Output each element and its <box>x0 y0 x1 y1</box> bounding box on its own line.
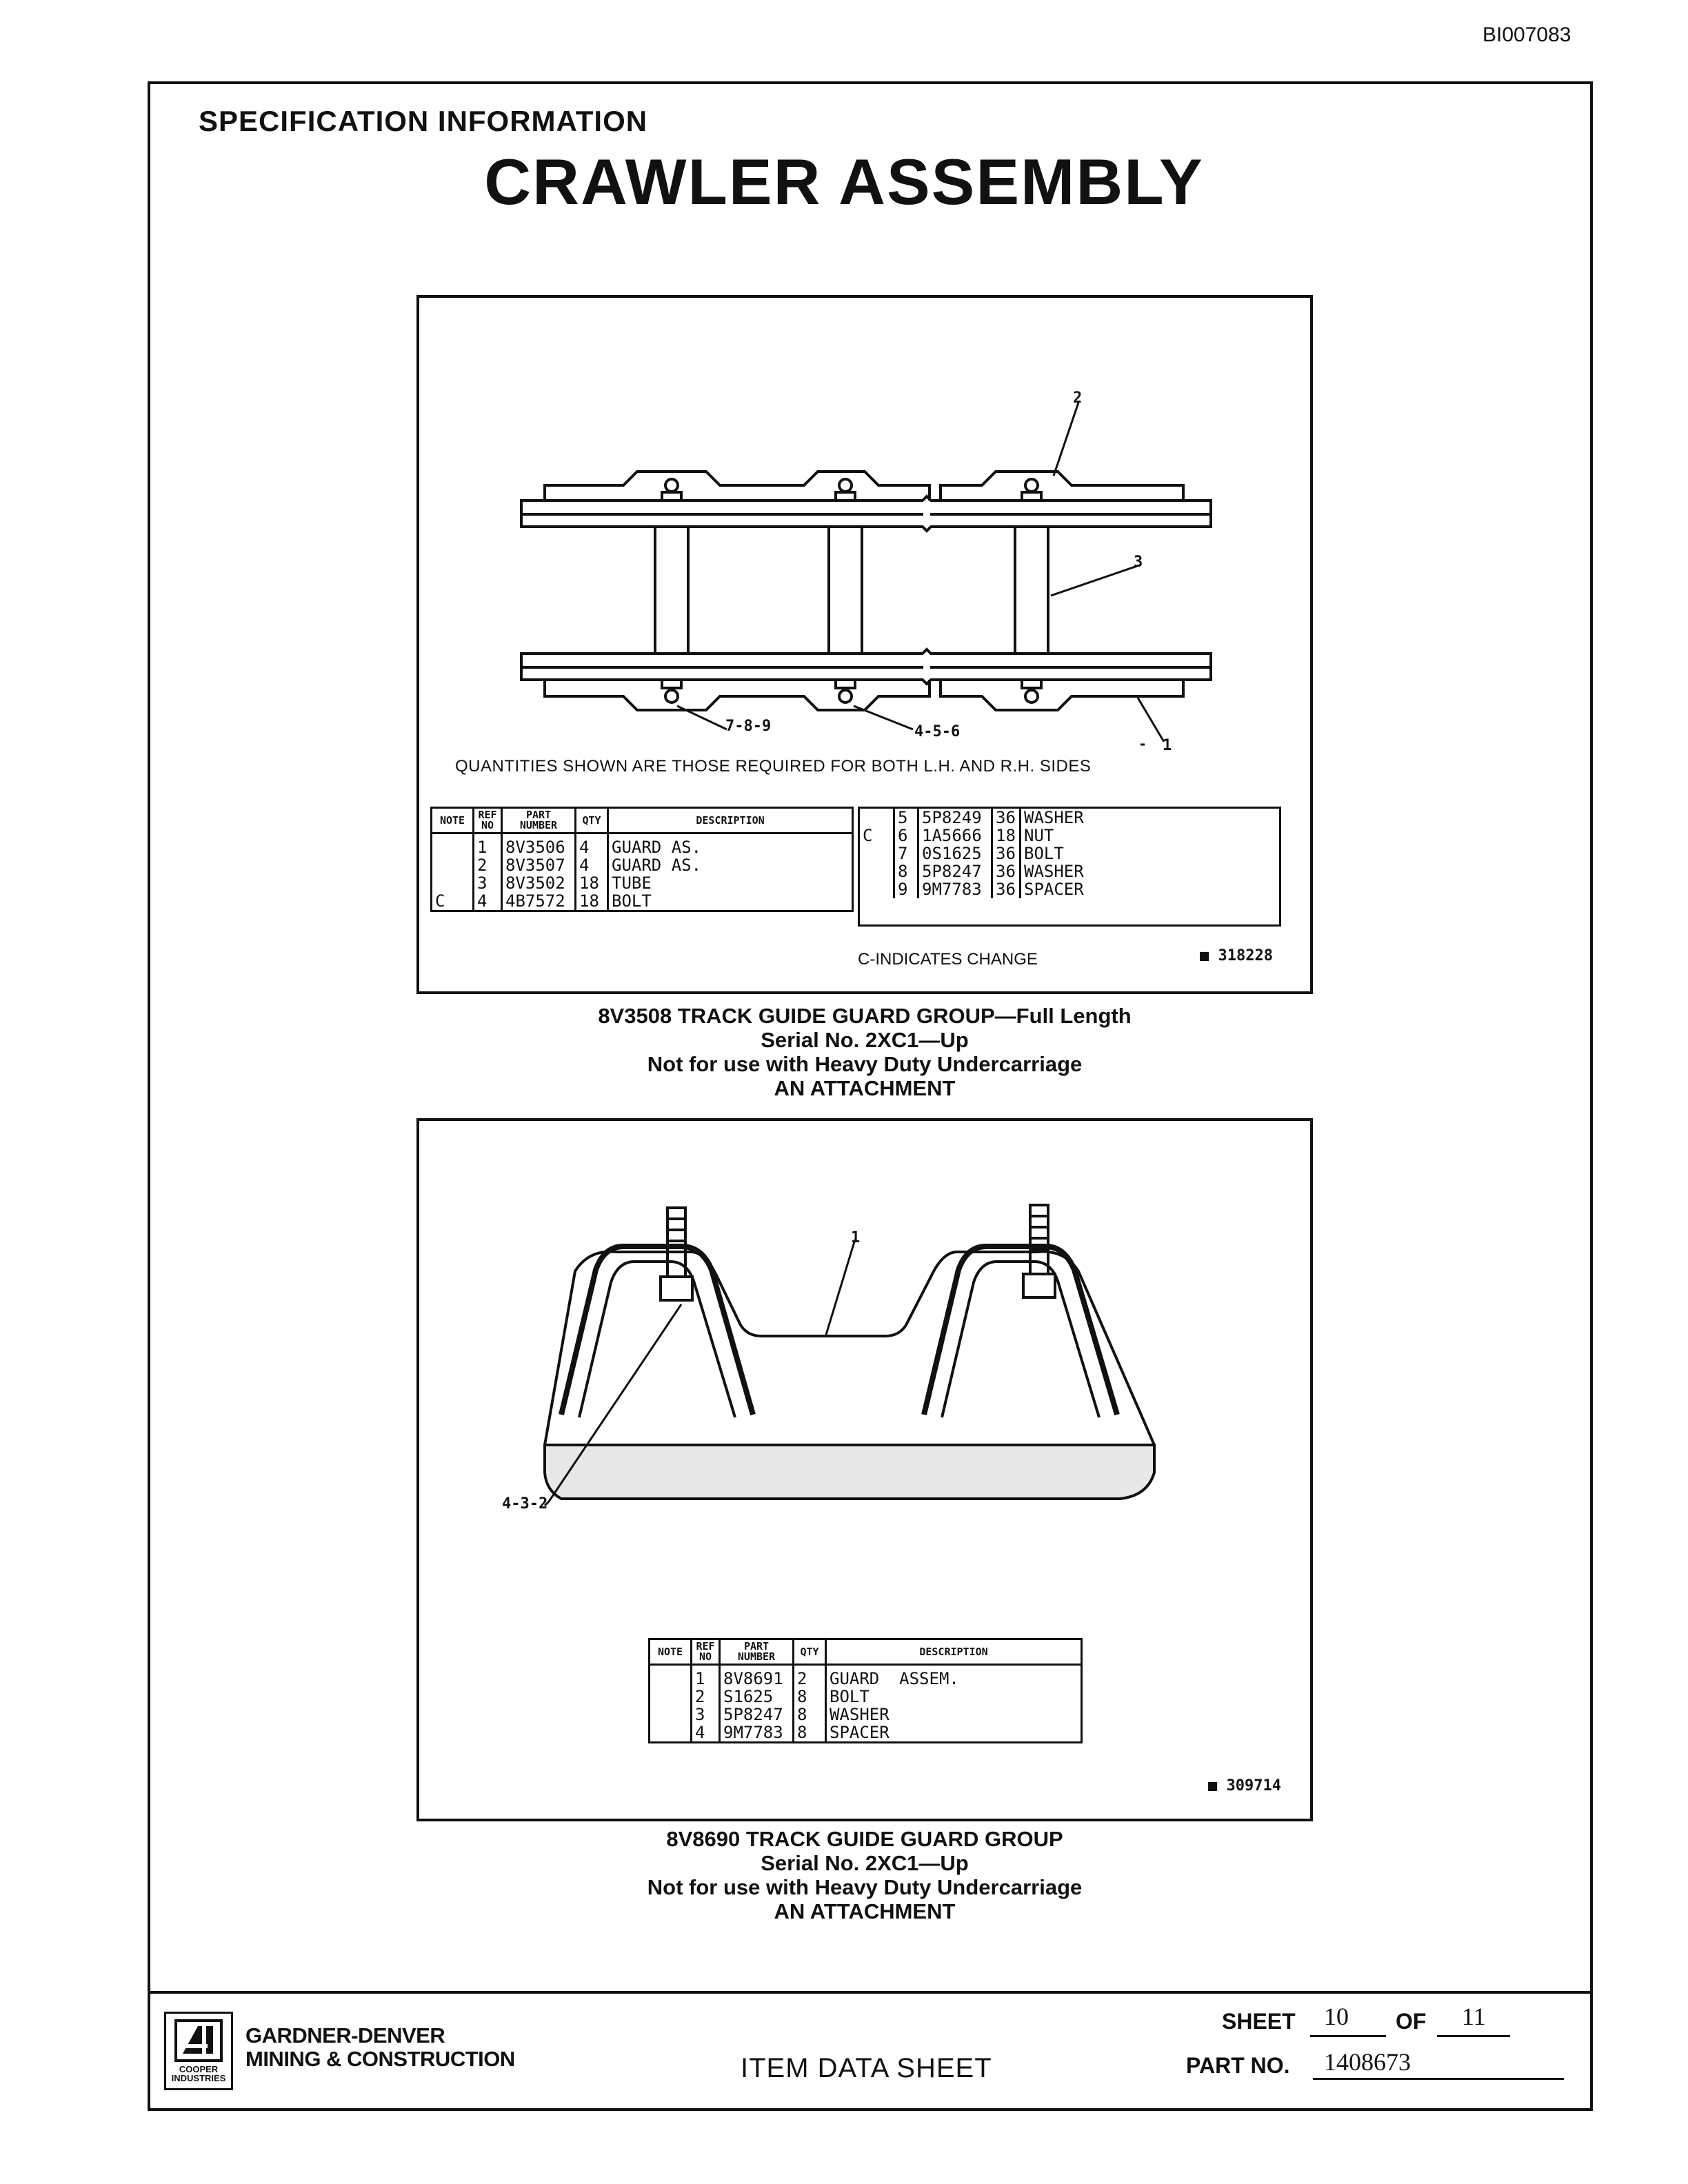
figure-2-number: ■ 309714 <box>1208 1777 1281 1794</box>
caption-line: Serial No. 2XC1—Up <box>761 1028 969 1052</box>
callout-2: 2 <box>1073 390 1082 407</box>
cooper-logo-icon <box>174 2019 223 2062</box>
col-part: PART NUMBER <box>501 807 576 834</box>
caption-line: AN ATTACHMENT <box>774 1076 956 1100</box>
part-no-label: PART NO. <box>1186 2053 1290 2078</box>
col-part: PART NUMBER <box>719 1638 794 1666</box>
parts-table-2: NOTE REF NO PART NUMBER QTY DESCRIPTION … <box>648 1638 1083 1743</box>
track-guide-drawing: 2 3 7-8-9 4-5-6 1 <box>520 390 1212 750</box>
caption-line: Not for use with Heavy Duty Undercarriag… <box>647 1052 1083 1076</box>
callout-3: 3 <box>1134 554 1143 571</box>
caption-line: 8V3508 TRACK GUIDE GUARD GROUP—Full Leng… <box>598 1004 1132 1028</box>
caption-line: Not for use with Heavy Duty Undercarriag… <box>647 1875 1083 1899</box>
spec-label: SPECIFICATION INFORMATION <box>199 105 648 137</box>
sheet-underline <box>1310 2035 1386 2037</box>
of-value: 11 <box>1462 2003 1486 2030</box>
col-qty: QTY <box>792 1638 827 1666</box>
document-id: BI007083 <box>1483 23 1571 46</box>
col-desc: DESCRIPTION <box>825 1638 1083 1666</box>
company-name: GARDNER-DENVER MINING & CONSTRUCTION <box>245 2023 515 2071</box>
sheet-value: 10 <box>1324 2003 1349 2030</box>
quantities-note: QUANTITIES SHOWN ARE THOSE REQUIRED FOR … <box>455 757 1092 776</box>
parts-table-left: NOTE REF NO PART NUMBER QTY DESCRIPTION … <box>430 807 854 912</box>
caption-line: AN ATTACHMENT <box>774 1899 956 1923</box>
part-no-underline <box>1313 2078 1564 2080</box>
col-note: NOTE <box>648 1638 692 1666</box>
callout-1: 1 <box>1163 737 1172 750</box>
figure-1-number: ■ 318228 <box>1200 947 1273 964</box>
page-frame <box>148 81 1593 2111</box>
callout-4-5-6: 4-5-6 <box>914 723 960 740</box>
logo-text: COOPER INDUSTRIES <box>171 2064 226 2083</box>
company-logo: COOPER INDUSTRIES <box>164 2012 233 2090</box>
col-desc: DESCRIPTION <box>607 807 854 834</box>
guard-assembly-drawing: 1 4-3-2 <box>502 1204 1156 1513</box>
figure-1-caption: 8V3508 TRACK GUIDE GUARD GROUP—Full Leng… <box>416 1004 1313 1100</box>
change-note: C-INDICATES CHANGE <box>858 950 1038 969</box>
page-title: CRAWLER ASSEMBLY <box>484 145 1204 218</box>
caption-line: 8V8690 TRACK GUIDE GUARD GROUP <box>666 1827 1063 1851</box>
part-no-value: 1408673 <box>1324 2048 1411 2076</box>
of-underline <box>1437 2035 1510 2037</box>
callout-4-3-2: 4-3-2 <box>502 1495 547 1513</box>
col-ref: REF NO <box>472 807 503 834</box>
callout-1: 1 <box>851 1229 860 1246</box>
sheet-title: ITEM DATA SHEET <box>741 2053 992 2083</box>
caption-line: Serial No. 2XC1—Up <box>761 1851 969 1875</box>
col-ref: REF NO <box>690 1638 721 1666</box>
col-qty: QTY <box>574 807 609 834</box>
sheet-label: SHEET <box>1222 2009 1296 2034</box>
callout-7-8-9: 7-8-9 <box>725 718 771 735</box>
of-label: OF <box>1396 2009 1427 2034</box>
footer-divider <box>148 1991 1593 1994</box>
col-note: NOTE <box>430 807 474 834</box>
figure-2-caption: 8V8690 TRACK GUIDE GUARD GROUP Serial No… <box>416 1827 1313 1923</box>
